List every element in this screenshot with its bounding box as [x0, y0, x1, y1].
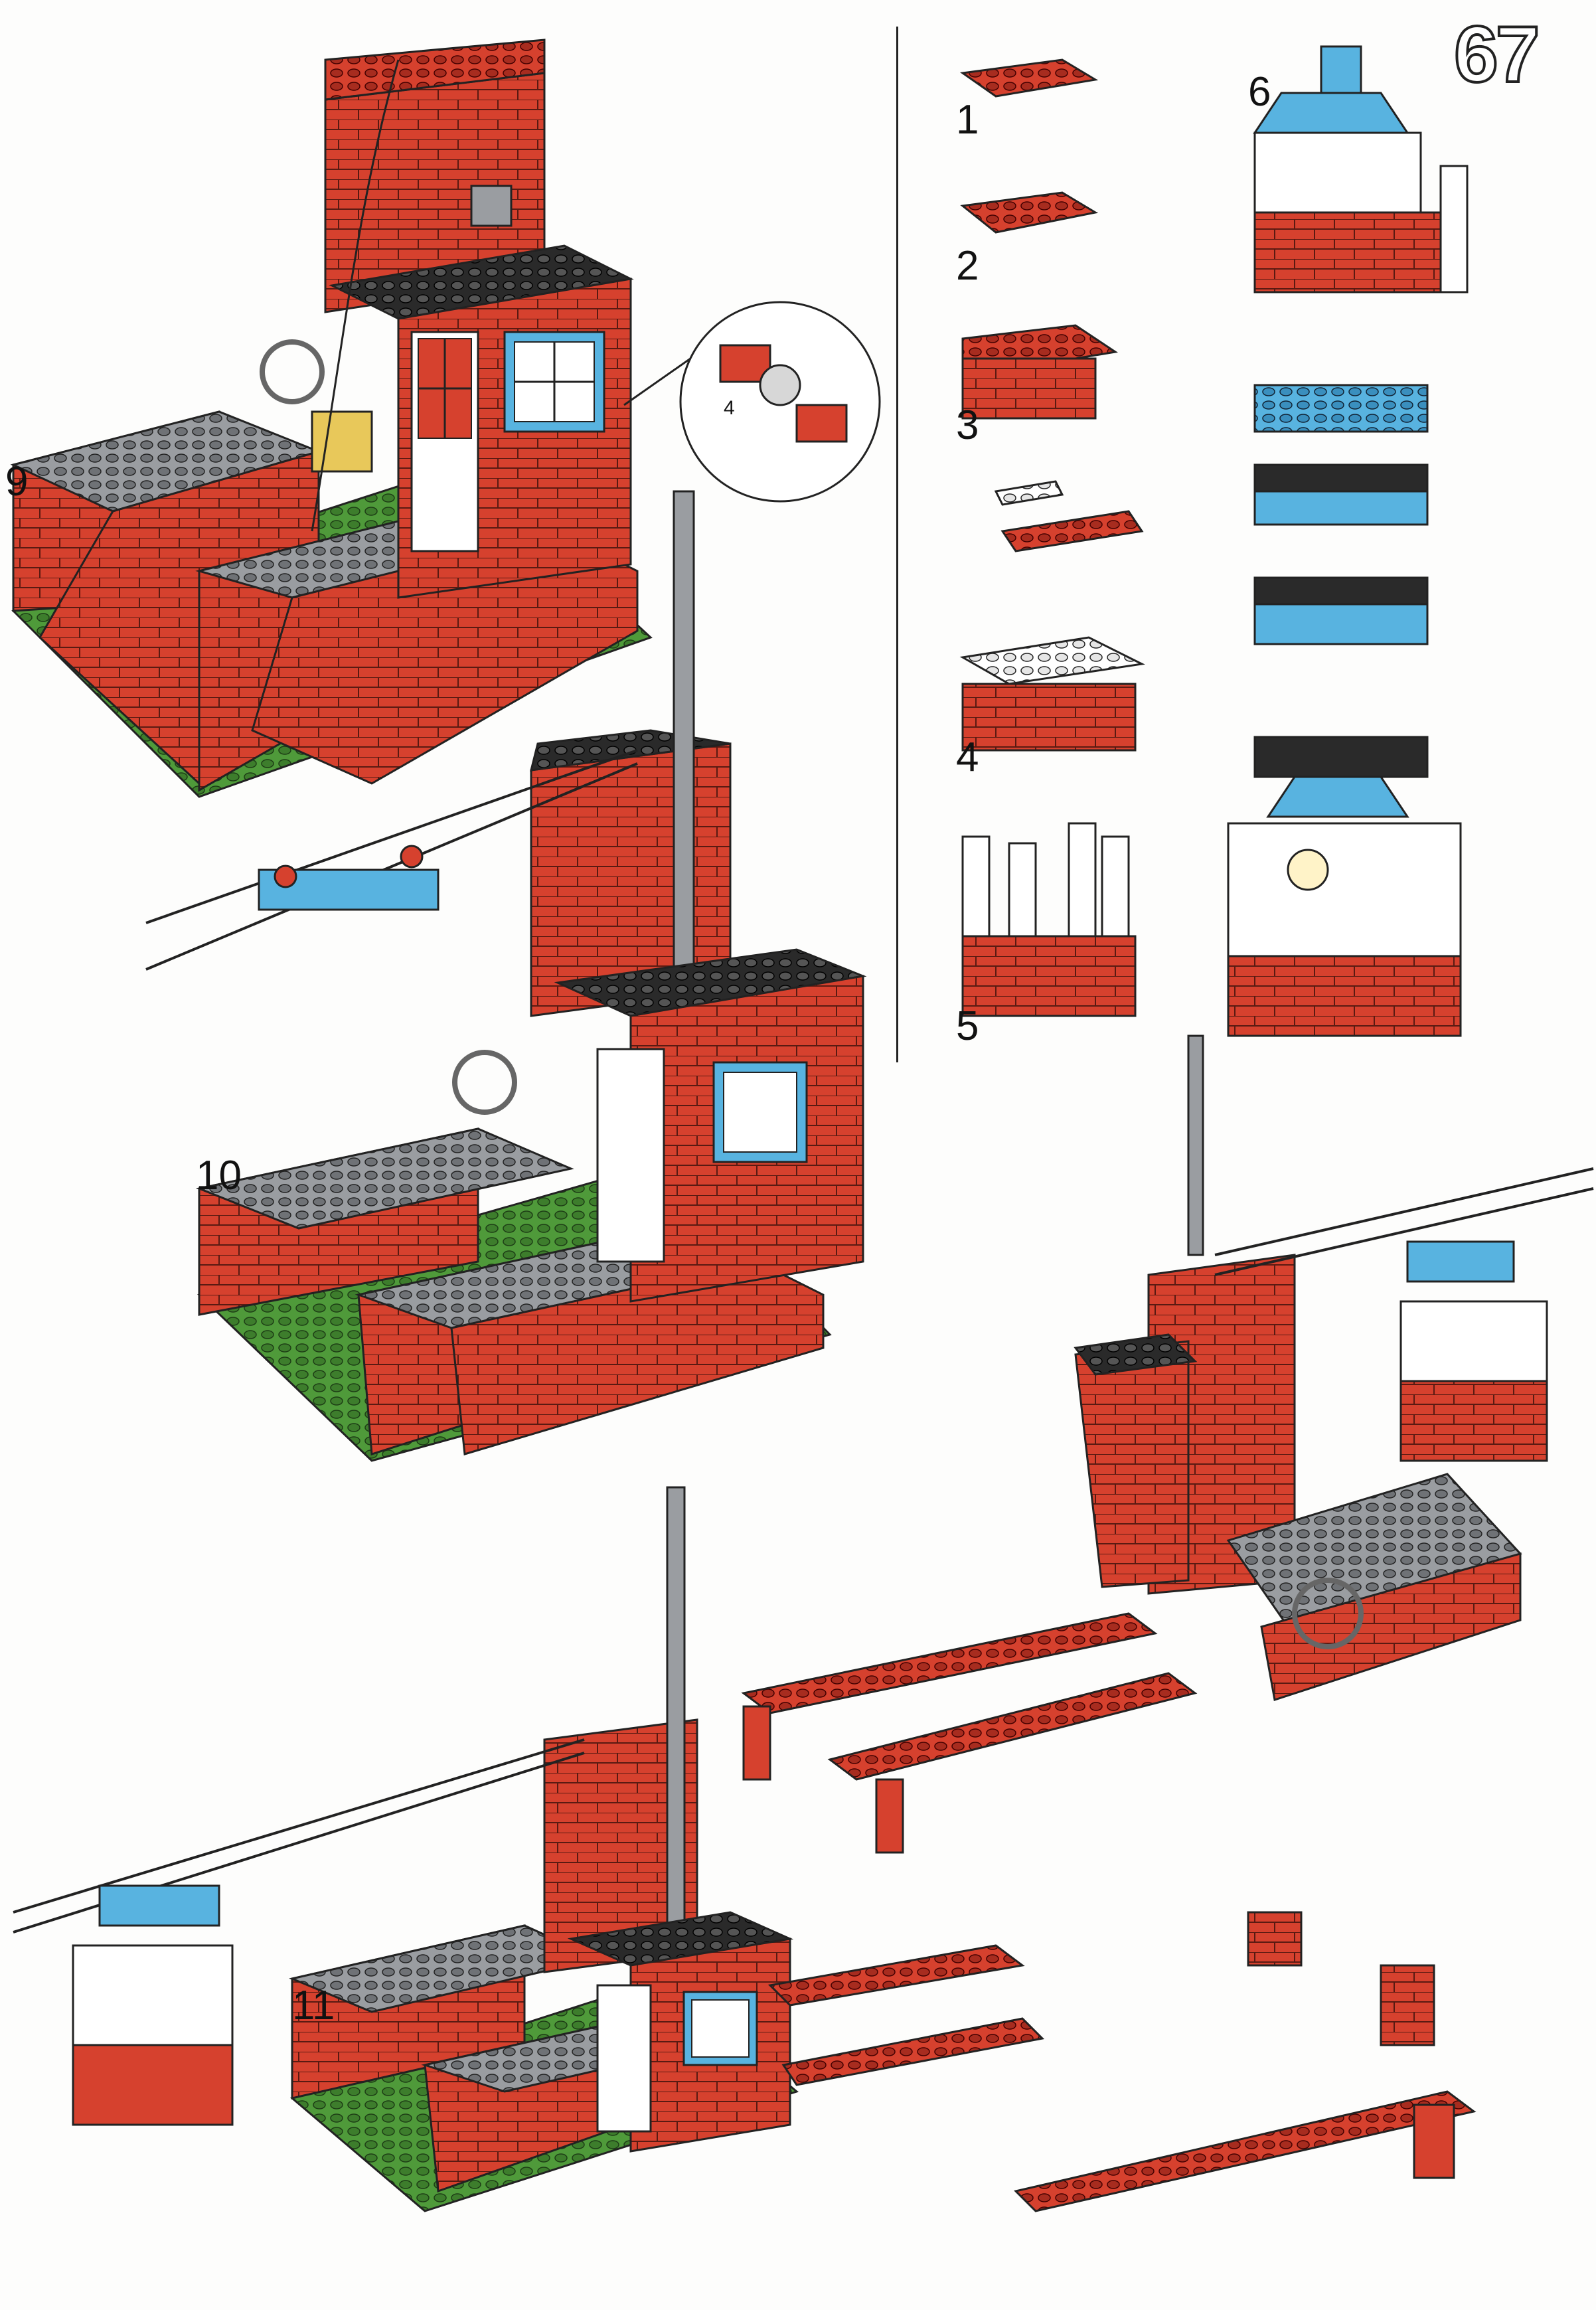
step10-model: [145, 490, 867, 1462]
parts-callout: [623, 301, 881, 503]
step-number-10: 10: [196, 1153, 242, 1198]
substep-number-2: 2: [956, 243, 979, 289]
substep-parts: [959, 58, 1145, 1017]
callout-quantity: 4: [724, 397, 735, 419]
substep-number-6: 6: [1248, 69, 1271, 115]
step-number-9: 9: [5, 459, 29, 505]
step11-model: [13, 1486, 1045, 2212]
substep-number-4: 4: [956, 734, 979, 780]
cabin-parts: [1227, 45, 1469, 1037]
step-number-11: 11: [292, 1983, 335, 2028]
page-number: 67: [1453, 10, 1542, 99]
substep-number-1: 1: [956, 97, 979, 143]
overview-model: [741, 1034, 1594, 2212]
substep-number-5: 5: [956, 1003, 979, 1049]
step9-model: [10, 39, 653, 798]
substep-number-3: 3: [956, 402, 979, 448]
column-divider: [896, 27, 898, 1062]
